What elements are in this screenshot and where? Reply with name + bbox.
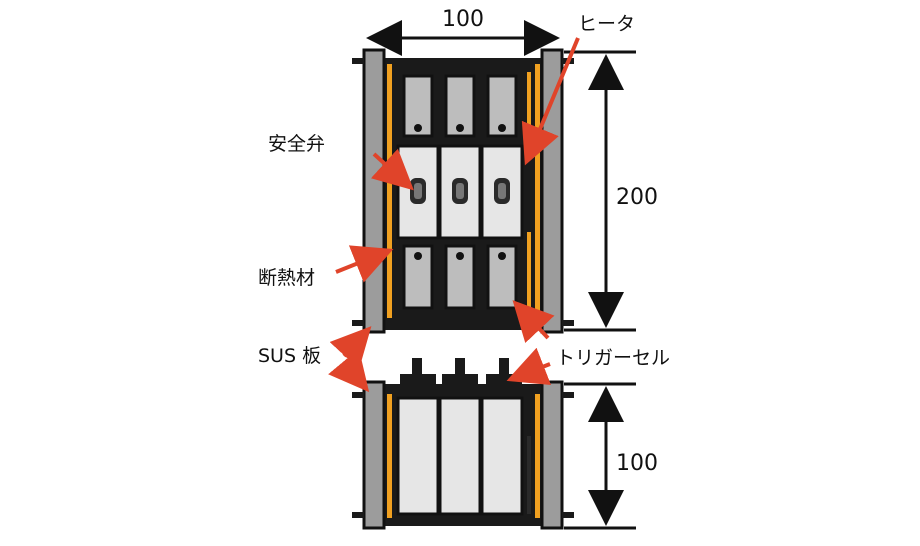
top-bolt xyxy=(352,58,364,64)
top-module xyxy=(352,48,574,334)
annotation-safety-valve: 安全弁 xyxy=(268,133,414,191)
dim-height-bottom-label: 100 xyxy=(616,451,658,476)
terminal-dot xyxy=(456,252,464,260)
terminal-dot xyxy=(498,252,506,260)
safety-valve-inner xyxy=(414,183,422,199)
upper-cell-row xyxy=(402,74,518,138)
dimension-height-bottom: 100 xyxy=(564,382,658,530)
safety-valve-inner xyxy=(456,183,464,199)
dimension-height-top: 200 xyxy=(564,50,658,332)
dim-height-top-label: 200 xyxy=(616,185,658,210)
annotation-insulation: 断熱材 xyxy=(258,245,394,289)
terminal-post xyxy=(499,358,509,376)
top-bolt xyxy=(562,320,574,326)
cell-side xyxy=(480,396,524,516)
lower-cell-row xyxy=(402,244,518,310)
dim-width-label: 100 xyxy=(442,7,484,32)
cell-top xyxy=(486,244,518,310)
terminal-dot xyxy=(414,252,422,260)
cell-body xyxy=(480,144,524,240)
insulation-strip xyxy=(387,64,392,318)
bottom-bolt xyxy=(352,392,364,398)
top-right-sus-plate xyxy=(540,48,564,334)
heater-strip xyxy=(527,232,531,318)
bottom-module xyxy=(352,358,574,530)
terminal-dot xyxy=(456,124,464,132)
heater-strip xyxy=(527,436,531,514)
top-bolt xyxy=(352,320,364,326)
sus-plate-label: SUS 板 xyxy=(258,345,321,367)
top-terminal xyxy=(442,374,478,386)
top-terminal xyxy=(400,374,436,386)
cell-side xyxy=(396,396,440,516)
insulation-strip xyxy=(387,394,392,518)
bottom-left-sus-plate xyxy=(362,380,386,530)
safety-valve-inner xyxy=(498,183,506,199)
insulation-strip xyxy=(535,64,540,318)
terminal-dot xyxy=(414,124,422,132)
bottom-bolt xyxy=(562,392,574,398)
trigger-cell-label: トリガーセル xyxy=(556,347,670,369)
annotation-trigger-cell: トリガーセル xyxy=(506,300,670,386)
bottom-bolt xyxy=(562,512,574,518)
heater-label: ヒータ xyxy=(578,13,635,35)
annotation-sus-plate: SUS 板 xyxy=(258,326,372,393)
bottom-right-sus-plate xyxy=(540,380,564,530)
annotation-heater: ヒータ xyxy=(521,13,635,166)
terminal-dot xyxy=(498,124,506,132)
middle-cell-row xyxy=(396,144,524,240)
insulation-label: 断熱材 xyxy=(258,267,315,289)
insulation-strip xyxy=(535,394,540,518)
terminal-post xyxy=(455,358,465,376)
heater-strip xyxy=(527,72,531,158)
bottom-bolt xyxy=(352,512,364,518)
dimension-width: 100 xyxy=(366,7,560,56)
terminal-post xyxy=(412,358,422,376)
safety-valve-label: 安全弁 xyxy=(268,133,325,155)
top-left-sus-plate xyxy=(362,48,386,334)
cell-side xyxy=(438,396,482,516)
